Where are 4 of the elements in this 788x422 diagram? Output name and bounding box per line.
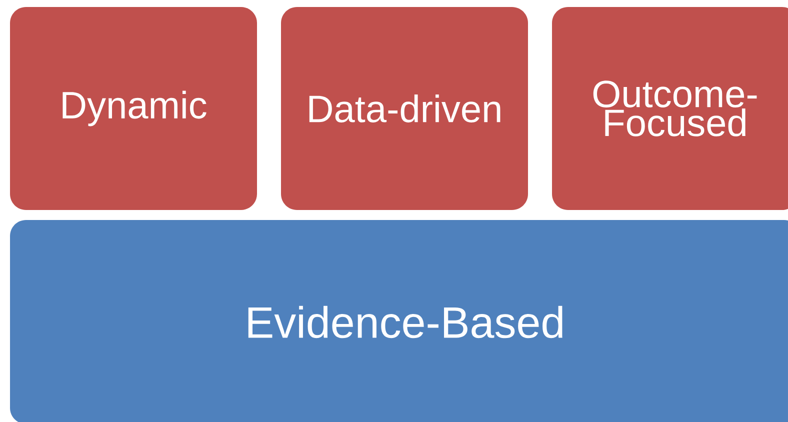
foundation-box: Evidence-Based xyxy=(10,220,788,422)
pillar-box: Dynamic xyxy=(10,7,257,210)
pillar-box: Data-driven xyxy=(281,7,528,210)
pillar-box: Outcome-Focused xyxy=(552,7,788,210)
